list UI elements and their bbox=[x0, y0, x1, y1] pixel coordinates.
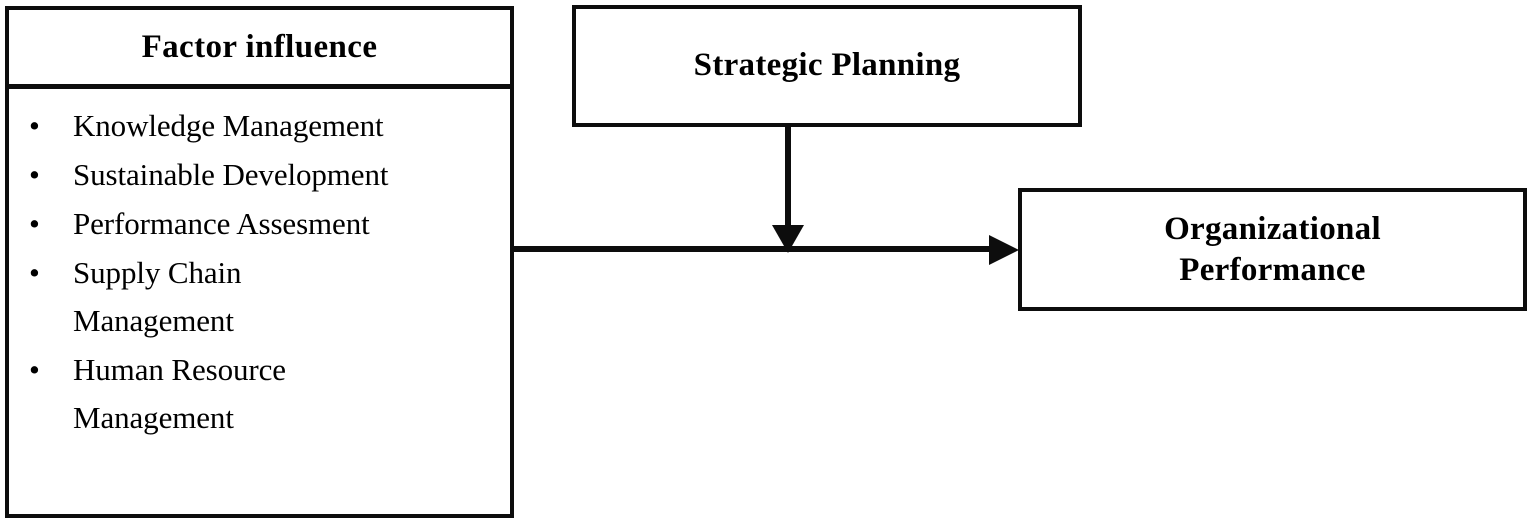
list-item: • Human Resource Management bbox=[25, 346, 502, 442]
list-item-label: Supply Chain Management bbox=[73, 255, 242, 338]
list-item: • Performance Assesment bbox=[25, 200, 502, 248]
factor-influence-box: Factor influence • Knowledge Management … bbox=[5, 6, 514, 518]
organizational-performance-title: Organizational Performance bbox=[1164, 211, 1381, 288]
list-item: • Sustainable Development bbox=[25, 151, 502, 199]
organizational-performance-box: Organizational Performance bbox=[1018, 188, 1527, 311]
list-item-label: Human Resource Management bbox=[73, 352, 286, 435]
list-item-label: Sustainable Development bbox=[73, 157, 389, 192]
factor-influence-title: Factor influence bbox=[141, 28, 378, 65]
list-item: • Supply Chain Management bbox=[25, 249, 502, 345]
factor-influence-list: • Knowledge Management • Sustainable Dev… bbox=[9, 89, 510, 514]
strategic-planning-title: Strategic Planning bbox=[693, 47, 961, 84]
list-item: • Knowledge Management bbox=[25, 102, 502, 150]
list-item-label: Performance Assesment bbox=[73, 206, 370, 241]
bullet-icon: • bbox=[29, 255, 40, 290]
arrow-right-icon bbox=[989, 235, 1019, 265]
bullet-icon: • bbox=[29, 108, 40, 143]
strategic-planning-line bbox=[785, 127, 791, 231]
factor-influence-header: Factor influence bbox=[9, 10, 510, 89]
bullet-icon: • bbox=[29, 157, 40, 192]
bullet-icon: • bbox=[29, 352, 40, 387]
bullet-icon: • bbox=[29, 206, 40, 241]
list-item-label: Knowledge Management bbox=[73, 108, 384, 143]
arrow-down-icon bbox=[772, 225, 804, 253]
strategic-planning-box: Strategic Planning bbox=[572, 5, 1082, 127]
factor-to-performance-line bbox=[513, 246, 1005, 252]
